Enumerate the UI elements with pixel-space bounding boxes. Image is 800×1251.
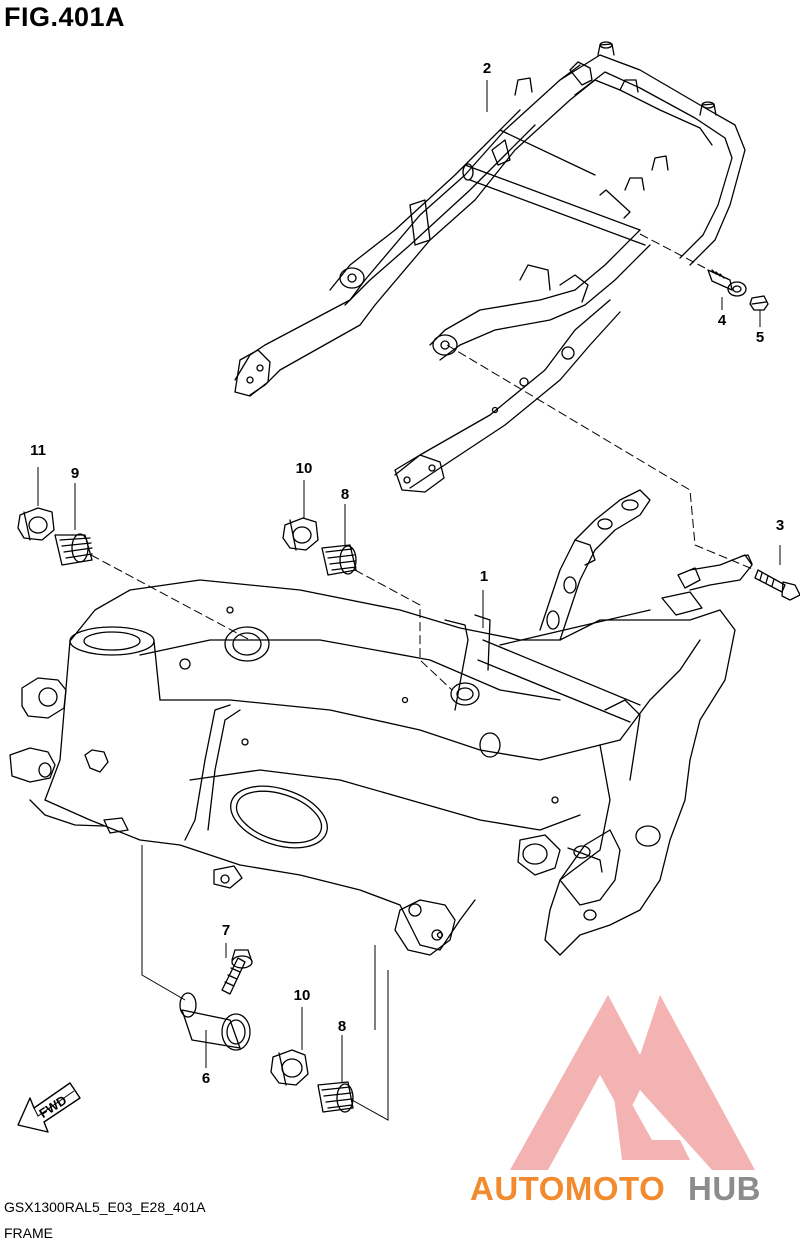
automotohub-logo (510, 995, 755, 1170)
bolt-7 (221, 949, 253, 995)
callout-5: 5 (755, 329, 765, 346)
leader-lines (37, 80, 781, 1082)
watermark-text-primary: AUTOMOTO (470, 1170, 666, 1207)
fwd-label: FWD (36, 1092, 69, 1120)
fwd-label-layer: FWD (36, 1092, 69, 1120)
callout-6: 6 (201, 1070, 211, 1087)
spring-8-upper (321, 544, 357, 576)
nut-10-lower (270, 1049, 309, 1086)
figure-title: FIG.401A (4, 2, 126, 32)
callout-8-upper: 8 (340, 486, 350, 503)
callout-10-upper: 10 (295, 460, 313, 477)
fwd-arrow-icon (17, 1082, 81, 1133)
callout-9: 9 (70, 465, 80, 482)
nut-11-upper (17, 507, 55, 541)
bolt-3 (754, 569, 800, 601)
solid-guide-lines (141, 845, 389, 1121)
callout-4: 4 (717, 312, 727, 329)
rear-subframe (234, 41, 746, 493)
callout-2: 2 (482, 60, 492, 77)
callout-1: 1 (479, 568, 489, 585)
watermark-text-secondary: HUB (688, 1170, 761, 1207)
callout-3: 3 (775, 517, 785, 534)
callout-7: 7 (221, 922, 231, 939)
nut-5 (749, 295, 769, 311)
callout-11: 11 (30, 442, 46, 459)
spring-8-lower (317, 1081, 354, 1113)
callout-10-lower: 10 (293, 987, 311, 1004)
collar-6 (179, 992, 251, 1051)
dashed-alignment-lines (90, 233, 756, 691)
nut-10-upper (282, 517, 319, 551)
callout-8-lower: 8 (337, 1018, 347, 1035)
bolt-4 (707, 269, 747, 297)
footer-figure-name: FRAME (4, 1225, 53, 1241)
spring-9 (54, 533, 93, 566)
footer-figure-code: GSX1300RAL5_E03_E28_401A (4, 1199, 206, 1215)
main-frame (9, 489, 753, 956)
